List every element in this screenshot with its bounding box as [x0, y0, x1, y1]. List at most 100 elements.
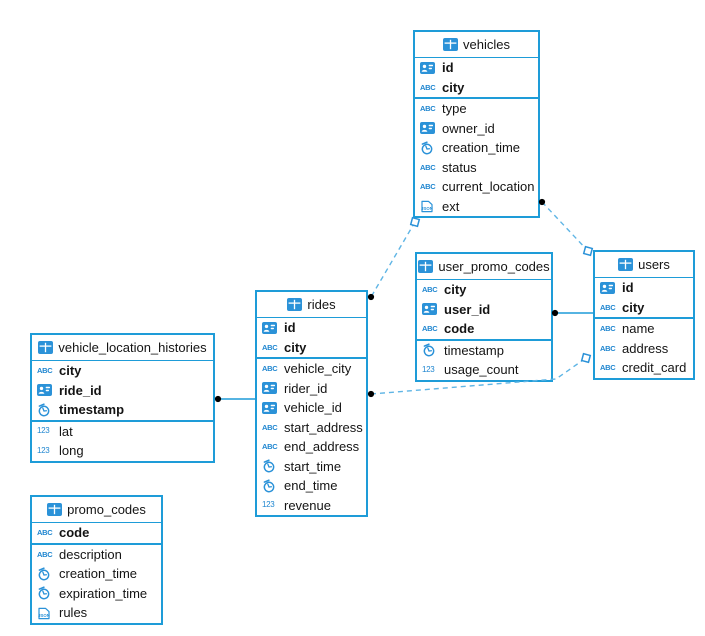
- string-type-icon: ABC: [600, 324, 616, 333]
- table-header[interactable]: vehicles: [415, 32, 538, 58]
- column-row-creation_time[interactable]: creation_time: [32, 564, 161, 584]
- column-row-ride_id[interactable]: ride_id: [32, 381, 213, 401]
- column-name: vehicle_city: [284, 361, 352, 377]
- id-type-icon: [262, 382, 277, 395]
- column-row-owner_id[interactable]: owner_id: [415, 119, 538, 139]
- column-name: id: [442, 60, 454, 76]
- column-name: credit_card: [622, 360, 687, 376]
- column-row-id[interactable]: id: [415, 58, 538, 78]
- column-name: creation_time: [59, 566, 138, 582]
- column-row-start_time[interactable]: start_time: [257, 457, 366, 477]
- column-row-user_id[interactable]: user_id: [417, 300, 551, 320]
- column-row-timestamp[interactable]: timestamp: [32, 400, 213, 420]
- string-type-icon: ABC: [37, 528, 53, 537]
- column-row-id[interactable]: id: [257, 318, 366, 338]
- primary-key-section: ABC code: [32, 523, 161, 545]
- table-icon: [47, 503, 63, 516]
- column-row-vehicle_id[interactable]: vehicle_id: [257, 398, 366, 418]
- table-icon: [443, 38, 459, 51]
- number-type-icon: 123: [37, 445, 50, 455]
- column-name: description: [59, 546, 122, 562]
- string-type-icon: ABC: [600, 302, 616, 312]
- table-header[interactable]: user_promo_codes: [417, 254, 551, 280]
- column-name: code: [59, 525, 90, 541]
- number-type-icon: 123: [262, 500, 275, 510]
- table-header[interactable]: promo_codes: [32, 497, 161, 523]
- table-icon: [287, 298, 303, 311]
- id-type-icon: [420, 61, 435, 74]
- column-name: timestamp: [444, 342, 504, 358]
- column-row-creation_time[interactable]: creation_time: [415, 138, 538, 158]
- table-header[interactable]: users: [595, 252, 693, 278]
- relationship-vehicles-users[interactable]: [538, 198, 594, 257]
- column-row-id[interactable]: id: [595, 278, 693, 298]
- column-name: id: [622, 280, 634, 296]
- column-row-end_time[interactable]: end_time: [257, 476, 366, 496]
- relationship-vehicle_location_histories-rides[interactable]: [214, 395, 256, 403]
- column-name: current_location: [442, 179, 535, 195]
- table-header[interactable]: rides: [257, 292, 366, 318]
- json-type-icon: JSON: [38, 607, 50, 619]
- column-name: name: [622, 321, 655, 337]
- column-row-expiration_time[interactable]: expiration_time: [32, 584, 161, 604]
- column-row-credit_card[interactable]: ABC credit_card: [595, 358, 693, 378]
- id-type-icon: [262, 401, 277, 414]
- relationship-dot-marker: [367, 390, 375, 398]
- string-type-icon: ABC: [262, 364, 278, 373]
- clock-type-icon: [263, 479, 275, 493]
- relationship-dot-marker: [367, 293, 375, 301]
- column-row-timestamp[interactable]: timestamp: [417, 341, 551, 361]
- column-row-rules[interactable]: JSON rules: [32, 603, 161, 623]
- column-name: creation_time: [442, 140, 521, 156]
- column-row-rider_id[interactable]: rider_id: [257, 379, 366, 399]
- column-row-code[interactable]: ABC code: [32, 523, 161, 543]
- string-type-icon: ABC: [420, 182, 436, 191]
- relationship-user_promo_codes-users[interactable]: [551, 309, 594, 317]
- table-title: promo_codes: [67, 502, 146, 517]
- column-row-revenue[interactable]: 123 revenue: [257, 496, 366, 516]
- column-row-name[interactable]: ABC name: [595, 319, 693, 339]
- column-name: city: [442, 79, 465, 95]
- table-header[interactable]: vehicle_location_histories: [32, 335, 213, 361]
- relationship-vehicles-rides[interactable]: [367, 216, 421, 301]
- id-type-icon: [422, 303, 437, 316]
- table-icon: [618, 258, 634, 271]
- column-row-vehicle_city[interactable]: ABC vehicle_city: [257, 359, 366, 379]
- column-name: expiration_time: [59, 585, 148, 601]
- column-row-current_location[interactable]: ABC current_location: [415, 177, 538, 197]
- json-type-icon: JSON: [421, 201, 433, 213]
- number-type-icon: 123: [422, 364, 435, 374]
- column-name: revenue: [284, 497, 331, 513]
- relationship-square-marker: [580, 352, 592, 364]
- column-name: rules: [59, 605, 88, 621]
- string-type-icon: ABC: [600, 363, 616, 372]
